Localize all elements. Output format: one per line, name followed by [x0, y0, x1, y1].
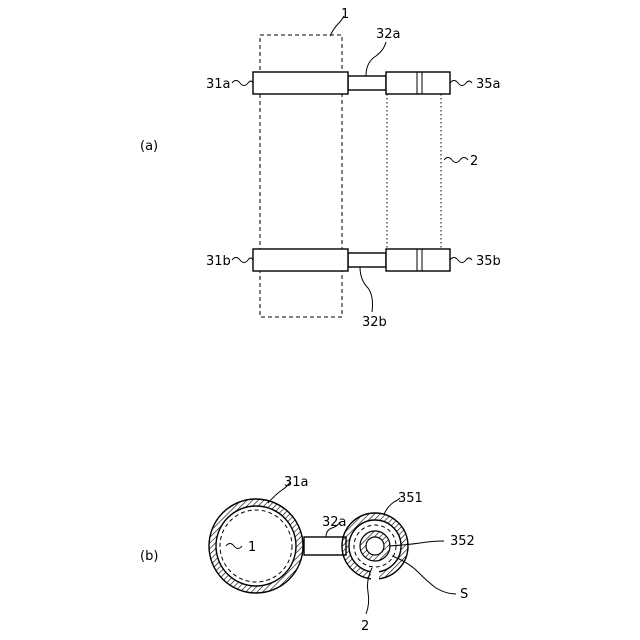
label-s: S	[460, 587, 468, 602]
label-35a: 35a	[476, 77, 501, 92]
tube-32b	[348, 253, 386, 267]
leader-2	[444, 158, 468, 163]
leader-32b	[360, 267, 373, 312]
leader-31a	[232, 81, 253, 86]
leader-31b	[232, 258, 253, 263]
tube-32a	[348, 76, 386, 90]
label-32b: 32b	[362, 315, 387, 330]
label-351: 351	[398, 491, 423, 506]
label-2-b: 2	[361, 619, 369, 634]
label-31a-b: 31a	[284, 475, 309, 490]
slot-s	[371, 571, 379, 580]
label-31a: 31a	[206, 77, 231, 92]
block-35a	[386, 72, 450, 94]
leader-35b	[450, 258, 472, 263]
caption-a: (a)	[140, 139, 158, 154]
figure-a: (a) 1 2 32a 31a 35a 32b 31b 35b	[140, 7, 501, 330]
leader-32a	[366, 42, 386, 76]
label-1: 1	[341, 7, 349, 22]
block-31a	[253, 72, 348, 94]
label-31b: 31b	[206, 254, 231, 269]
label-32a-top: 32a	[376, 27, 401, 42]
label-32a-b: 32a	[322, 515, 347, 530]
caption-b: (b)	[140, 549, 158, 564]
block-31b	[253, 249, 348, 271]
label-2: 2	[470, 154, 478, 169]
tube-32a-section	[304, 537, 346, 555]
figure-b: (b) 1 31a 32a 351 352 S 2	[140, 475, 475, 634]
leader-35a	[450, 81, 472, 86]
ring-352-inner	[366, 537, 384, 555]
label-35b: 35b	[476, 254, 501, 269]
label-1-b: 1	[248, 540, 256, 555]
label-352: 352	[450, 534, 475, 549]
block-35b	[386, 249, 450, 271]
